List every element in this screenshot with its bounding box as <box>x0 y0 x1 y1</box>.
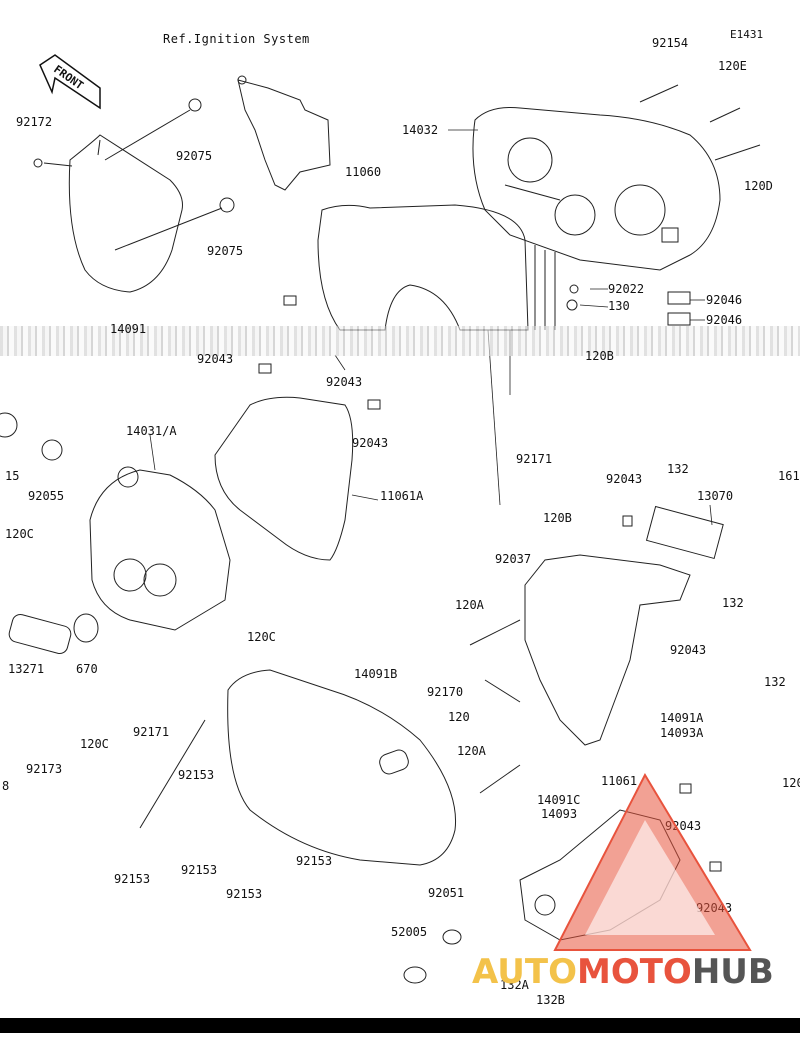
watermark-hub: HUB <box>691 952 774 992</box>
part-label-120b_b: 120B <box>543 511 572 525</box>
part-label-120c_c: 120C <box>80 737 109 751</box>
part-label-92055: 92055 <box>28 489 65 503</box>
part-label-92046a: 92046 <box>706 293 743 307</box>
part-label-120: 120 <box>448 710 470 724</box>
part-label-92043c: 92043 <box>352 436 389 450</box>
part-label-120e: 120E <box>718 59 747 73</box>
scan-tear-band <box>0 326 800 356</box>
part-label-92043b: 92043 <box>326 375 363 389</box>
cover-14091B-shape <box>139 669 457 866</box>
part-label-670: 670 <box>76 662 98 676</box>
clutch-cover-14031A-shape <box>8 439 231 654</box>
bracket-14091A-shape <box>469 505 724 794</box>
part-label-14093: 14093 <box>541 807 578 821</box>
part-label-120c_a: 120C <box>5 527 34 541</box>
small-parts-right <box>534 245 691 330</box>
part-label-13271: 13271 <box>8 662 45 676</box>
watermark-logo: AUTOMOTOHUB <box>472 952 774 992</box>
gasket-11061A-shape <box>214 363 381 561</box>
part-label-14091b: 14091B <box>354 667 398 681</box>
part-label-15: 15 <box>5 469 20 483</box>
part-label-132c: 132 <box>764 675 786 689</box>
ignition-plate-shape <box>104 75 331 251</box>
part-label-11061a: 11061A <box>380 489 424 503</box>
part-label-52005: 52005 <box>391 925 428 939</box>
part-label-92173: 92173 <box>26 762 63 776</box>
gasket-11060-shape <box>283 204 529 331</box>
part-label-130: 130 <box>608 299 630 313</box>
left-plug-shape <box>0 412 18 438</box>
part-label-14091a: 14091A <box>660 711 704 725</box>
crankcase-cover-14032-shape <box>472 84 761 271</box>
part-label-11060: 11060 <box>345 165 382 179</box>
part-label-92022: 92022 <box>608 282 645 296</box>
part-label-13070: 13070 <box>697 489 734 503</box>
part-label-120c_b: 120C <box>247 630 276 644</box>
part-label-120a_b: 120A <box>457 744 486 758</box>
part-label-92154: 92154 <box>652 36 689 50</box>
part-label-92153b: 92153 <box>114 872 151 886</box>
part-label-92043d: 92043 <box>606 472 643 486</box>
part-label-92051: 92051 <box>428 886 465 900</box>
part-label-161: 161 <box>778 469 800 483</box>
part-label-132b: 132B <box>536 993 565 1007</box>
part-label-92172: 92172 <box>16 115 53 129</box>
part-label-92043f: 92043 <box>665 819 702 833</box>
part-label-132a: 132A <box>500 978 529 992</box>
part-label-120b_c: 120B <box>782 776 800 790</box>
part-label-120d: 120D <box>744 179 773 193</box>
ref-ignition-system: Ref.Ignition System <box>163 32 310 46</box>
part-label-92153d: 92153 <box>226 887 263 901</box>
watermark-moto: MOTO <box>576 952 692 992</box>
part-label-8: 8 <box>2 779 10 793</box>
part-label-132a: 132 <box>667 462 689 476</box>
watermark-auto: AUTO <box>472 952 577 992</box>
part-label-14093a: 14093A <box>660 726 704 740</box>
part-label-92153e: 92153 <box>296 854 333 868</box>
part-label-92075b: 92075 <box>207 244 244 258</box>
part-label-120a_a: 120A <box>455 598 484 612</box>
part-label-92046b: 92046 <box>706 313 743 327</box>
part-label-14032: 14032 <box>402 123 439 137</box>
bottom-bar <box>0 1018 800 1033</box>
part-label-132b: 132 <box>722 596 744 610</box>
part-label-92170: 92170 <box>427 685 464 699</box>
part-label-92043e: 92043 <box>670 643 707 657</box>
part-label-92037: 92037 <box>495 552 532 566</box>
part-label-92043a: 92043 <box>197 352 234 366</box>
part-label-92171b: 92171 <box>133 725 170 739</box>
part-label-92043g: 92043 <box>696 901 733 915</box>
part-label-92075a: 92075 <box>176 149 213 163</box>
part-label-14031a: 14031/A <box>126 424 177 438</box>
leader-lines <box>149 129 713 526</box>
part-label-14091: 14091 <box>110 322 147 336</box>
front-arrow-icon <box>39 54 101 110</box>
part-label-14091c: 14091C <box>537 793 581 807</box>
part-label-120b_top: 120B <box>585 349 614 363</box>
part-label-11061: 11061 <box>601 774 638 788</box>
part-label-92153a: 92153 <box>178 768 215 782</box>
diagram-code: E1431 <box>730 28 764 41</box>
cover-14091-shape <box>33 134 183 293</box>
part-label-92153c: 92153 <box>181 863 218 877</box>
part-label-92171a: 92171 <box>516 452 553 466</box>
